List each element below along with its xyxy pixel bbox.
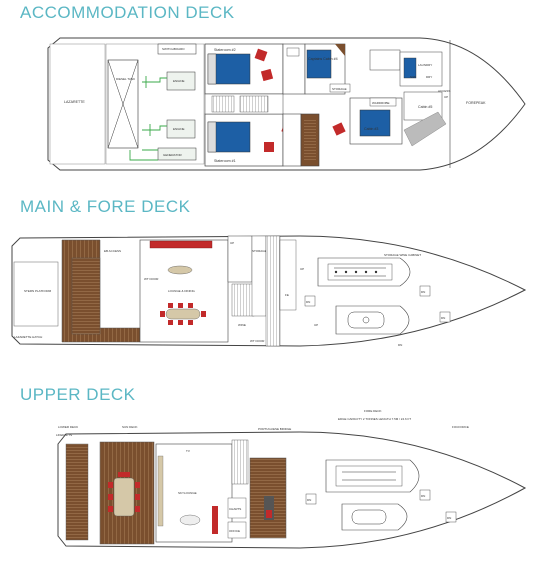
focforce-label: FOCFORCE xyxy=(452,425,469,429)
upper-deck: LOWER DECK SUN DECK LIFERAFTS PORTUGUESE… xyxy=(56,409,527,549)
stateroom1-label: Stateroom #1 xyxy=(214,159,236,163)
fore-deck-label: FORE DECK xyxy=(364,409,382,413)
liferafts-label: LIFERAFTS xyxy=(56,433,72,437)
dn-main-label-4: DN xyxy=(398,343,402,347)
storage-label: STORAGE xyxy=(332,87,347,91)
lazarette-hatch-label: LAZARETTE HATCH xyxy=(14,335,42,339)
dn-main-label: DN xyxy=(421,290,425,294)
captains-bed xyxy=(306,49,332,79)
switchboard-label: SWITCHBOARD xyxy=(162,47,185,51)
dn-upper-label: DN xyxy=(421,494,425,498)
coffee-table xyxy=(167,265,193,275)
office-label: OFFICE xyxy=(229,529,240,533)
up-main-label: UP xyxy=(230,241,234,245)
storage-tech-label: STORAGE xyxy=(252,249,267,253)
boat-capacity-label: EDGE CAPACITY 2 TONNES LENGTH 7.5M / 24.… xyxy=(338,417,411,421)
wardrobe-label: WARDROBE xyxy=(372,101,390,105)
stateroom2-label: Stateroom #2 xyxy=(214,48,236,52)
accommodation-deck-title: ACCOMMODATION DECK xyxy=(20,3,235,22)
engine-bottom-label: ENGINE xyxy=(173,127,185,131)
dn-main-label-3: DN xyxy=(306,300,310,304)
engine-top-label: ENGINE xyxy=(173,79,185,83)
wt-door-top-label: WT DOOR xyxy=(144,277,159,281)
tv-label: TV xyxy=(186,449,190,453)
main-sofa xyxy=(149,240,213,249)
dn-upper-label-2: DN xyxy=(447,516,451,520)
lazarette-room xyxy=(49,43,106,165)
charts-label: CHARTS xyxy=(229,507,241,511)
dry-label: DRY xyxy=(426,75,432,79)
accommodation-deck: LAZARETTE DIESEL TANK SWITCHBOARD ENGINE… xyxy=(47,37,526,171)
fe-label: FE xyxy=(285,293,289,297)
dn-main-label-2: DN xyxy=(441,316,445,320)
lazarette-label: LAZARETTE xyxy=(64,100,85,104)
laundry-label: LAUNDRY xyxy=(418,63,432,67)
main-fore-deck: STERN PLATFORM LAZARETTE HATCH EB ACCESS… xyxy=(11,235,527,347)
cabin5-label: Cabin #5 xyxy=(418,105,432,109)
engine-bottom xyxy=(166,119,196,139)
dining-table xyxy=(165,308,201,320)
wine-label: WINE xyxy=(238,323,246,327)
upper-deck-title: UPPER DECK xyxy=(20,385,136,404)
up-label-acc: UP xyxy=(444,95,448,99)
captains-cabin-label: Captains Cabin #4 xyxy=(308,57,338,61)
generator-label: GENERATOR xyxy=(163,153,183,157)
lounge-dining-label: LOUNGE & DINING xyxy=(168,289,196,293)
up-main-label-3: UP xyxy=(314,323,318,327)
storage-wine-label: STORAGE WINE CABINET xyxy=(384,253,421,257)
cabin3-bed xyxy=(359,109,391,137)
engine-top xyxy=(166,71,196,91)
forepeak-label: FOREPEAK xyxy=(466,101,486,105)
lower-deck-label: LOWER DECK xyxy=(58,425,78,429)
up-main-label-2: UP xyxy=(300,267,304,271)
stern-platform-label: STERN PLATFORM xyxy=(24,289,52,293)
main-fore-deck-title: MAIN & FORE DECK xyxy=(20,197,191,216)
dn-upper-label-3: DN xyxy=(307,498,311,502)
wt-door-bottom-label: WT DOOR xyxy=(250,339,265,343)
skylounge-label: SKYLOUNGE xyxy=(178,491,197,495)
portuguese-bridge-label: PORTUGUESE BRIDGE xyxy=(258,427,291,431)
shw-label: S/W xyxy=(410,75,416,79)
diesel-tank-label: DIESEL TANK xyxy=(116,77,135,81)
sun-deck-label: SUN DECK xyxy=(122,425,138,429)
skylounge-sofa xyxy=(212,506,218,534)
eb-access-label: EB ACCESS xyxy=(104,249,121,253)
generator xyxy=(157,147,197,161)
sun-deck-table xyxy=(113,477,135,517)
cabin3-label: Cabin #3 xyxy=(364,127,378,131)
access-label: ACCESS xyxy=(438,89,450,93)
